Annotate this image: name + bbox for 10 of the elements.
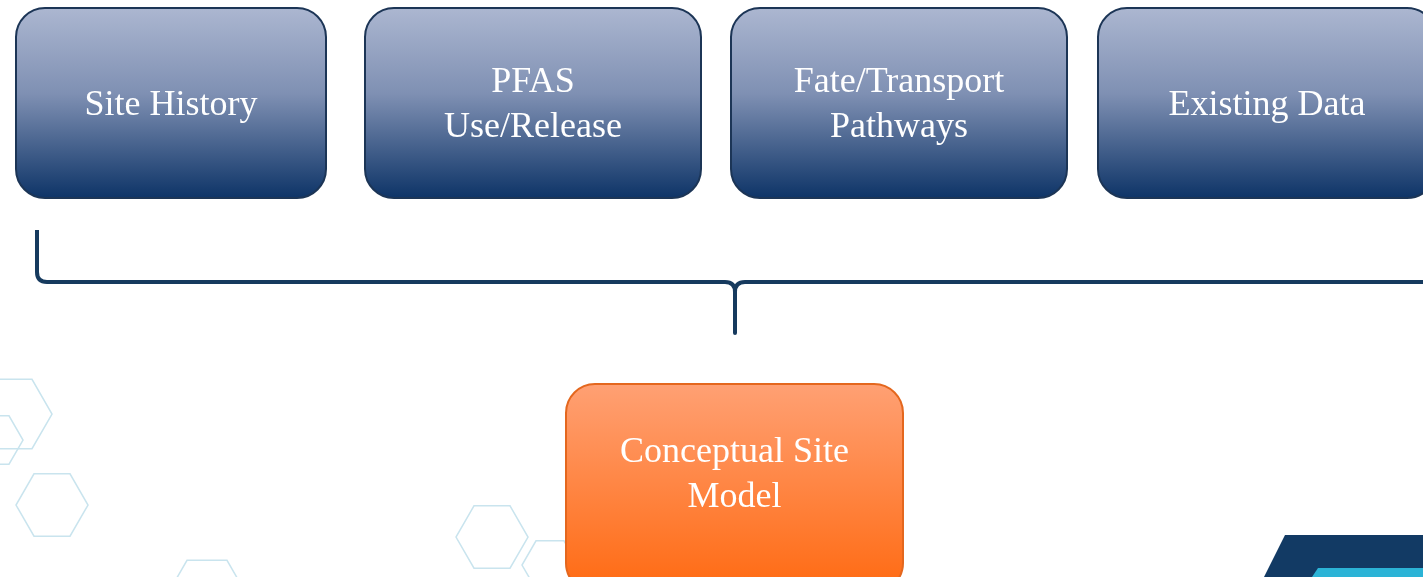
result-box	[565, 383, 904, 577]
box-label: PFAS Use/Release	[444, 59, 622, 147]
process-box	[364, 7, 702, 199]
box-label: Conceptual Site Model	[619, 429, 850, 517]
process-box	[15, 7, 327, 199]
box-label: Fate/Transport Pathways	[792, 59, 1006, 147]
box-label: Site History	[84, 81, 258, 125]
box-label: Existing Data	[1168, 81, 1366, 125]
process-box	[1097, 7, 1423, 199]
process-box	[730, 7, 1068, 199]
